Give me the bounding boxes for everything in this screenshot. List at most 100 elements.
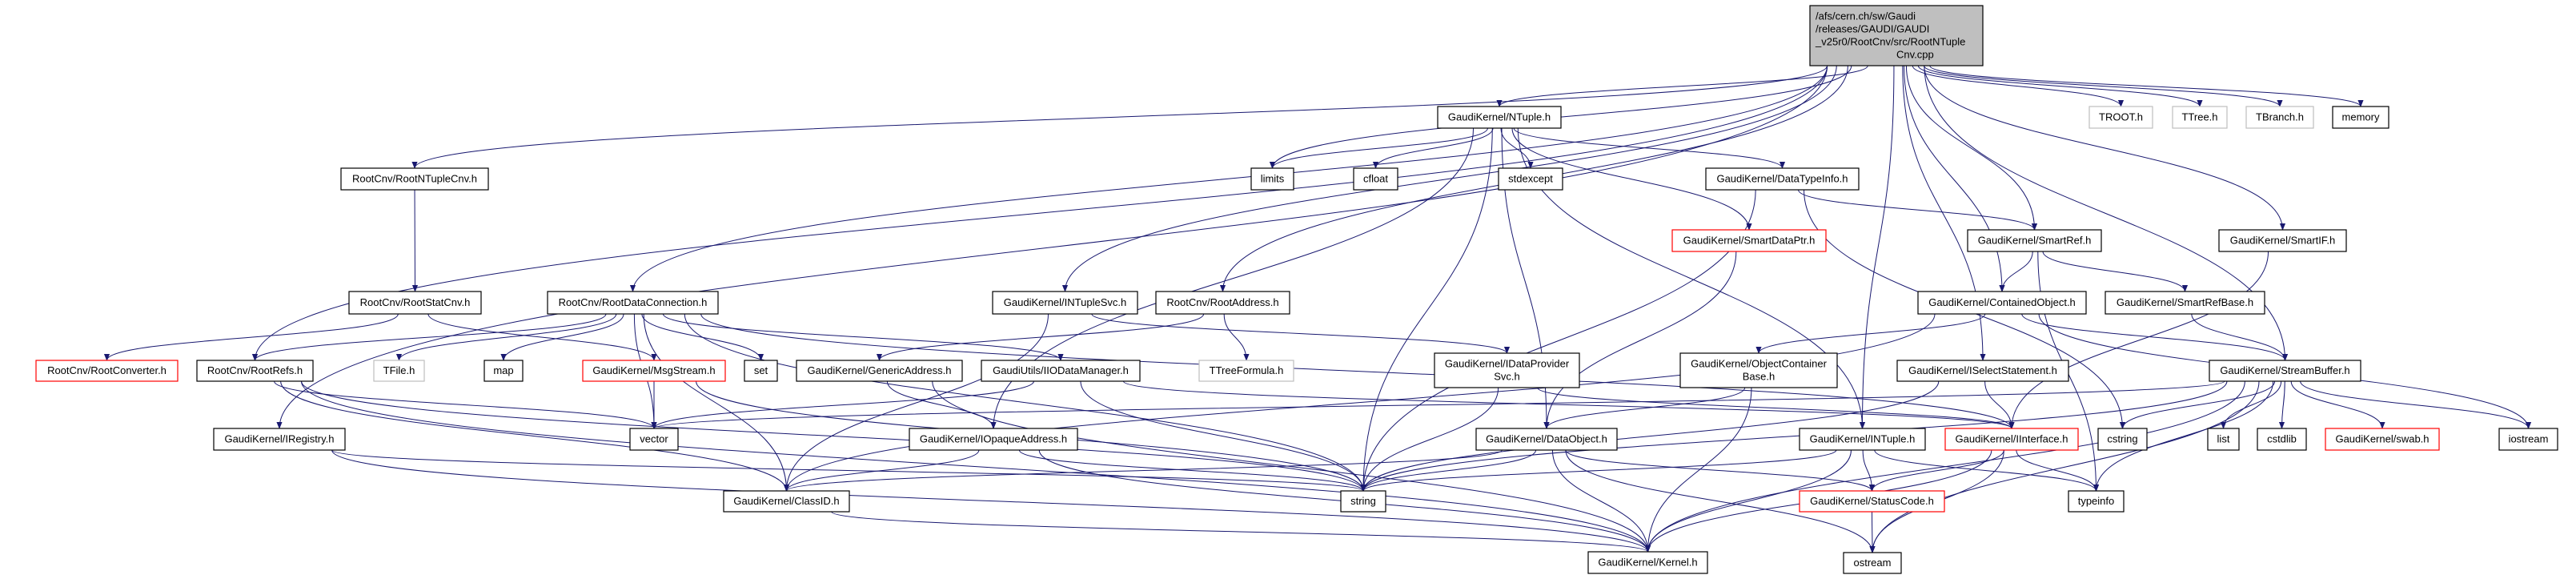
node-label: GaudiKernel/IOpaqueAddress.h xyxy=(920,433,1067,445)
node-box xyxy=(1475,428,1618,451)
node-box xyxy=(2332,106,2389,129)
node-tfile[interactable]: TFile.h xyxy=(373,360,425,382)
node-stdexcept[interactable]: stdexcept xyxy=(1498,167,1563,191)
node-data-type-info[interactable]: GaudiKernel/DataTypeInfo.h xyxy=(1705,167,1860,191)
node-label: GaudiKernel/DataTypeInfo.h xyxy=(1716,173,1848,185)
node-cfloat[interactable]: cfloat xyxy=(1353,167,1398,191)
edge-main-to-iselect-statement xyxy=(1902,65,1986,361)
node-iostream[interactable]: iostream xyxy=(2498,428,2558,451)
node-map[interactable]: map xyxy=(484,360,524,382)
node-label: iostream xyxy=(2509,433,2549,445)
node-intuple[interactable]: GaudiKernel/INTuple.h xyxy=(1799,428,1926,451)
edge-smart-ref-to-contained-object xyxy=(1999,251,2033,292)
node-tbranch[interactable]: TBranch.h xyxy=(2245,106,2314,129)
edge-main-to-root-data-connection xyxy=(629,65,1828,292)
node-label: RootCnv/RootStatCnv.h xyxy=(360,296,471,308)
node-kernel[interactable]: GaudiKernel/Kernel.h xyxy=(1587,551,1708,574)
node-box xyxy=(213,428,346,451)
node-smart-ref[interactable]: GaudiKernel/SmartRef.h xyxy=(1967,229,2102,252)
node-label: stdexcept xyxy=(1508,173,1553,185)
node-troot[interactable]: TROOT.h xyxy=(2088,106,2153,129)
edge-root-data-connection-to-set xyxy=(641,313,764,361)
node-iregistry[interactable]: GaudiKernel/IRegistry.h xyxy=(213,428,346,451)
node-box xyxy=(2207,428,2240,451)
node-msg-stream[interactable]: GaudiKernel/MsgStream.h xyxy=(582,360,726,382)
node-root-stat-cnv[interactable]: RootCnv/RootStatCnv.h xyxy=(348,291,482,315)
node-memory[interactable]: memory xyxy=(2332,106,2389,129)
node-ostream[interactable]: ostream xyxy=(1843,552,1902,574)
node-box xyxy=(1198,360,1294,382)
node-limits[interactable]: limits xyxy=(1250,167,1294,191)
node-box xyxy=(2105,291,2265,315)
node-data-object[interactable]: GaudiKernel/DataObject.h xyxy=(1475,428,1618,451)
edge-data-object-to-class-id xyxy=(784,449,1503,492)
edge-root-address-to-ttree-formula xyxy=(1223,313,1250,361)
node-typeinfo[interactable]: typeinfo xyxy=(2068,490,2125,513)
node-label: cfloat xyxy=(1363,173,1388,185)
node-generic-address[interactable]: GaudiKernel/GenericAddress.h xyxy=(796,360,963,382)
node-label: set xyxy=(754,364,768,376)
node-box xyxy=(629,428,679,451)
node-smart-if[interactable]: GaudiKernel/SmartIF.h xyxy=(2218,229,2347,252)
edge-ntuple-to-data-type-info xyxy=(1513,127,1785,169)
node-ntuple[interactable]: GaudiKernel/NTuple.h xyxy=(1437,106,1562,129)
node-ttree-formula[interactable]: TTreeFormula.h xyxy=(1198,360,1294,382)
edge-main-to-intuple xyxy=(1859,65,1895,429)
node-label: limits xyxy=(1261,173,1285,185)
node-root-ntuple-cnv[interactable]: RootCnv/RootNTupleCnv.h xyxy=(340,167,489,191)
node-label: GaudiUtils/IIODataManager.h xyxy=(993,364,1129,376)
node-iopaque-address[interactable]: GaudiKernel/IOpaqueAddress.h xyxy=(909,428,1078,451)
node-box xyxy=(1155,291,1290,315)
edge-root-refs-to-class-id xyxy=(280,380,790,492)
edge-root-data-connection-to-map xyxy=(500,313,624,361)
node-smart-data-ptr[interactable]: GaudiKernel/SmartDataPtr.h xyxy=(1671,229,1827,252)
edge-iinterface-to-typeinfo xyxy=(2016,449,2100,492)
edge-iopaque-address-to-string xyxy=(1018,449,1366,492)
node-root-refs[interactable]: RootCnv/RootRefs.h xyxy=(196,360,314,382)
node-label: GaudiKernel/ContainedObject.h xyxy=(1928,296,2076,308)
edge-generic-address-to-iopaque-address xyxy=(886,380,997,429)
edge-main-to-smart-ref xyxy=(1905,65,2038,231)
node-box xyxy=(348,291,482,315)
node-box xyxy=(1671,229,1827,252)
edge-smart-ref-base-to-stream-buffer xyxy=(2191,313,2289,361)
edge-stream-buffer-to-iostream xyxy=(2300,380,2532,429)
node-intuple-svc[interactable]: GaudiKernel/INTupleSvc.h xyxy=(992,291,1138,315)
node-cstring[interactable]: cstring xyxy=(2097,428,2148,451)
node-swab[interactable]: GaudiKernel/swab.h xyxy=(2325,428,2440,451)
node-set[interactable]: set xyxy=(744,360,778,382)
node-iselect-statement[interactable]: GaudiKernel/ISelectStatement.h xyxy=(1896,360,2069,382)
node-label: TTreeFormula.h xyxy=(1210,364,1284,376)
node-iodata-manager[interactable]: GaudiUtils/IIODataManager.h xyxy=(981,360,1141,382)
node-status-code[interactable]: GaudiKernel/StatusCode.h xyxy=(1799,490,1945,513)
node-list[interactable]: list xyxy=(2207,428,2240,451)
node-label: GaudiKernel/ClassID.h xyxy=(733,495,839,507)
node-string[interactable]: string xyxy=(1340,490,1386,513)
node-root-converter[interactable]: RootCnv/RootConverter.h xyxy=(35,360,179,382)
node-box xyxy=(981,360,1141,382)
edge-stream-buffer-to-list xyxy=(2220,380,2282,429)
node-label: TROOT.h xyxy=(2099,111,2143,123)
node-iinterface[interactable]: GaudiKernel/IInterface.h xyxy=(1944,428,2079,451)
edge-root-data-connection-to-class-id xyxy=(643,313,790,492)
node-cstdlib[interactable]: cstdlib xyxy=(2257,428,2307,451)
node-label: RootCnv/RootRefs.h xyxy=(207,364,303,376)
node-root-data-connection[interactable]: RootCnv/RootDataConnection.h xyxy=(547,291,719,315)
node-stream-buffer[interactable]: GaudiKernel/StreamBuffer.h xyxy=(2209,360,2361,382)
node-label: GaudiKernel/Kernel.h xyxy=(1598,557,1697,569)
node-box xyxy=(373,360,425,382)
edge-root-data-connection-to-iodata-manager xyxy=(662,313,1064,361)
node-main[interactable]: /afs/cern.ch/sw/Gaudi/releases/GAUDI/GAU… xyxy=(1809,5,1984,66)
node-box xyxy=(1353,167,1398,191)
edge-ntuple-to-limits xyxy=(1269,127,1488,169)
node-box xyxy=(1896,360,2069,382)
node-root-address[interactable]: RootCnv/RootAddress.h xyxy=(1155,291,1290,315)
node-smart-ref-base[interactable]: GaudiKernel/SmartRefBase.h xyxy=(2105,291,2265,315)
edge-idata-provider-svc-to-iinterface xyxy=(1537,387,2015,429)
node-ttree[interactable]: TTree.h xyxy=(2172,106,2228,129)
node-class-id[interactable]: GaudiKernel/ClassID.h xyxy=(723,490,850,513)
node-contained-object[interactable]: GaudiKernel/ContainedObject.h xyxy=(1917,291,2087,315)
node-vector[interactable]: vector xyxy=(629,428,679,451)
